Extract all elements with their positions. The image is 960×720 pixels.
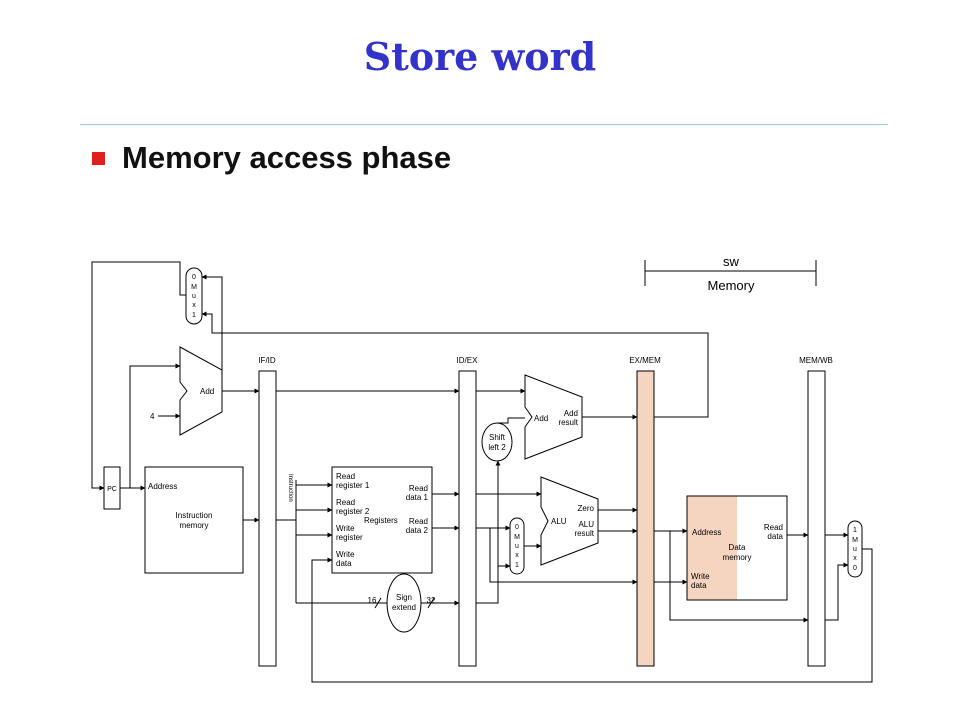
mux-input-label: 1 — [515, 562, 519, 569]
register-port-label: data 2 — [406, 526, 429, 535]
instruction-field-label: Instruction — [287, 474, 293, 502]
instruction-memory — [144, 466, 244, 574]
mux-letter: x — [515, 552, 519, 559]
pc-label: PC — [107, 486, 117, 493]
pipeline-register-label: IF/ID — [258, 356, 276, 365]
title-divider — [80, 124, 888, 125]
alu-zero-label: Zero — [578, 504, 595, 513]
pipeline-register-id-ex — [458, 370, 477, 667]
stage-bracket: sw Memory — [644, 254, 817, 293]
pipeline-register-label: MEM/WB — [799, 356, 833, 365]
alu-result-label: ALU — [578, 520, 594, 529]
mux-input-label: 0 — [515, 524, 519, 531]
bit-width-label: 32 — [427, 596, 436, 605]
stage-name-label: Memory — [708, 278, 755, 293]
data-memory-port-label: Write — [691, 572, 710, 581]
alu-result-label: result — [574, 529, 594, 538]
register-file — [331, 466, 433, 574]
data-memory-highlight — [687, 496, 737, 600]
mux-input-label: 0 — [853, 565, 857, 572]
pipeline-register-ex-mem — [636, 370, 655, 667]
register-port-label: Write — [336, 524, 355, 533]
mux-letter: u — [515, 543, 519, 550]
pipeline-register-label: ID/EX — [457, 356, 479, 365]
register-port-label: Write — [336, 550, 355, 559]
shift-left-label: left 2 — [488, 443, 506, 452]
mux-letter: u — [853, 546, 857, 553]
data-memory-port-label: Read — [764, 523, 783, 532]
register-file-name: Registers — [364, 516, 398, 525]
shift-left-label: Shift — [489, 433, 506, 442]
mux-input-label: 1 — [853, 527, 857, 534]
instruction-memory-address-label: Address — [148, 482, 177, 491]
page-title: Store word — [363, 34, 597, 79]
data-memory-name: memory — [723, 553, 752, 562]
register-port-label: register 2 — [336, 507, 370, 516]
mux-input-label: 0 — [192, 274, 196, 281]
register-port-label: Read — [336, 498, 355, 507]
mux-letter: x — [853, 555, 857, 562]
mux-letter: M — [191, 284, 197, 291]
register-port-label: Read — [409, 517, 428, 526]
alu — [540, 476, 599, 566]
data-memory-port-label: Address — [692, 528, 721, 537]
alu-label: ALU — [551, 517, 567, 526]
stage-instruction-label: sw — [723, 254, 740, 269]
bullet-item: Memory access phase — [92, 140, 451, 176]
sign-extend-label: Sign — [396, 593, 412, 602]
sign-extend-label: extend — [392, 603, 416, 612]
data-memory-port-label: data — [691, 581, 707, 590]
register-port-label: register — [336, 533, 363, 542]
register-port-label: Read — [336, 472, 355, 481]
adder-label: Add — [534, 414, 548, 423]
shift-left-unit — [481, 422, 513, 462]
data-memory-name: Data — [729, 543, 746, 552]
pc-source-mux — [185, 267, 203, 325]
mux-letter: M — [852, 537, 858, 544]
register-port-label: register 1 — [336, 481, 370, 490]
bit-width-label: 16 — [368, 596, 377, 605]
mux-input-label: 1 — [192, 312, 196, 319]
pipeline-register-if-id — [258, 370, 277, 667]
mux-letter: x — [192, 302, 196, 309]
instruction-memory-name: memory — [180, 521, 209, 530]
pipeline-register-label: EX/MEM — [629, 356, 661, 365]
adder-label: Add — [200, 387, 214, 396]
datapath-wires — [91, 261, 873, 683]
mux-letter: u — [192, 293, 196, 300]
pipeline-register-mem-wb — [807, 370, 826, 667]
register-port-label: Read — [409, 484, 428, 493]
instruction-memory-name: Instruction — [176, 511, 213, 520]
bullet-square-icon — [92, 151, 105, 165]
adder-result-label: Add — [564, 409, 578, 418]
adder-result-label: result — [558, 418, 578, 427]
branch-adder — [524, 374, 583, 460]
bullet-text: Memory access phase — [122, 140, 452, 175]
mux-letter: M — [514, 534, 520, 541]
constant-four-label: 4 — [150, 412, 155, 421]
data-memory-port-label: data — [767, 532, 783, 541]
register-port-label: data — [336, 559, 352, 568]
register-port-label: data 1 — [406, 493, 429, 502]
